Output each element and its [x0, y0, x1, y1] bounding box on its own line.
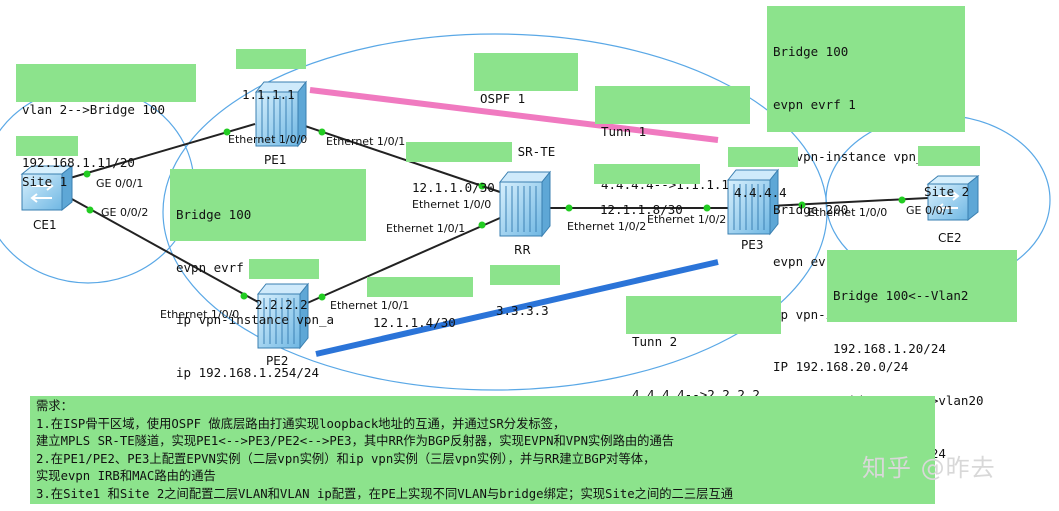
- box-line: Bridge 100: [176, 207, 252, 222]
- pe1-config-box: Bridge 100 evpn evrf 1 ip vpn-instance v…: [170, 169, 366, 380]
- pe3-config-box: Bridge 100 evpn evrf 1 ip vpn-instance v…: [767, 6, 965, 374]
- box-line: 2.2.2.2: [255, 297, 308, 312]
- box-line: Bridge 200: [773, 201, 849, 217]
- rr-label: RR: [514, 243, 531, 257]
- box-line: 4.4.4.4: [734, 185, 787, 200]
- ce1-label: CE1: [33, 218, 57, 232]
- requirement-line: 需求：: [36, 399, 73, 413]
- port-dot: [478, 182, 486, 190]
- ce2-label: CE2: [938, 231, 962, 245]
- port-label: Ethernet 1/0/0: [412, 198, 492, 211]
- port-label: Ethernet 1/0/2: [567, 220, 647, 233]
- box-line: evpn evrf 1: [773, 96, 856, 112]
- pe3-router-icon[interactable]: [726, 168, 780, 236]
- port-label: Ethernet 1/0/1: [386, 222, 466, 235]
- net-pe2-rr-box: 12.1.1.4/30: [367, 277, 473, 330]
- rr-loopback-box: 3.3.3.3: [490, 265, 560, 318]
- port-dot: [240, 292, 248, 300]
- port-label: GE 0/0/1: [906, 204, 954, 217]
- ce1-switch-icon[interactable]: [20, 164, 74, 212]
- pe1-loopback-box: 1.1.1.1: [236, 49, 306, 102]
- port-dot: [478, 221, 486, 229]
- requirement-line: 2.在PE1/PE2、PE3上配置EPVN实例（二层vpn实例）和ip vpn实…: [36, 451, 656, 466]
- port-label: Ethernet 1/0/1: [330, 299, 410, 312]
- port-label: Ethernet 1/0/0: [228, 133, 308, 146]
- tunnel-1-box: Tunn 1 4.4.4.4-->1.1.1.1: [595, 86, 750, 192]
- ce2-switch-icon[interactable]: [926, 174, 980, 222]
- pe1-router-icon[interactable]: [254, 80, 308, 148]
- port-dot: [83, 170, 91, 178]
- net-rr-pe3-box: 12.1.1.8/30: [594, 164, 700, 217]
- link-pe2-rr: [304, 217, 501, 305]
- link-ce1-pe2: [69, 197, 259, 303]
- site1-label: Site 1: [16, 136, 78, 189]
- pe2-label: PE2: [266, 354, 289, 368]
- pe3-label: PE3: [741, 238, 764, 252]
- box-line: 12.1.1.8/30: [600, 202, 683, 217]
- port-dot: [318, 293, 326, 301]
- link-pe1-rr: [304, 125, 501, 193]
- box-line: 1.1.1.1: [242, 87, 295, 102]
- box-line: 12.1.1.0/30: [412, 180, 495, 195]
- pe3-loopback-box: 4.4.4.4: [728, 147, 798, 200]
- port-dot: [898, 196, 906, 204]
- box-line: ip 192.168.1.254/24: [176, 364, 319, 380]
- box-line: Site 1: [22, 174, 68, 189]
- tunnel-2-box: Tunn 2 4.4.4.4-->2.2.2.2: [626, 296, 781, 402]
- box-line: Tunn 1: [601, 124, 647, 139]
- box-line: OSPF 1: [480, 91, 526, 106]
- ospf-box: OSPF 1 MPLS SR-TE: [474, 53, 578, 159]
- box-line: Tunn 2: [632, 334, 678, 349]
- port-label: GE 0/0/1: [96, 177, 144, 190]
- ce1-vlan-box: vlan 2-->Bridge 100 192.168.1.11/20: [16, 64, 196, 170]
- requirement-line: 1.在ISP骨干区域，使用OSPF 做底层路由打通实现loopback地址的互通…: [36, 416, 566, 431]
- box-line: Bridge 100<--Vlan2: [833, 288, 969, 303]
- pe2-router-icon[interactable]: [256, 282, 310, 350]
- box-line: 3.3.3.3: [496, 303, 549, 318]
- port-label: Ethernet 1/0/2: [647, 213, 727, 226]
- port-label: GE 0/0/2: [101, 206, 149, 219]
- port-dot: [223, 128, 231, 136]
- box-line: IP 192.168.20.0/24: [773, 359, 909, 374]
- tunnel-2-line: [315, 259, 719, 357]
- port-dot: [86, 206, 94, 214]
- requirement-line: 实现evpn IRB和MAC路由的通告: [36, 469, 216, 484]
- net-pe1-rr-box: 12.1.1.0/30: [406, 142, 512, 195]
- box-line: 12.1.1.4/30: [373, 315, 456, 330]
- port-label: Ethernet 1/0/1: [326, 135, 406, 148]
- rr-router-icon[interactable]: [498, 170, 552, 238]
- pe2-loopback-box: 2.2.2.2: [249, 259, 319, 312]
- requirement-line: 3.在Site1 和Site 2之间配置二层VLAN和VLAN ip配置，在PE…: [36, 486, 734, 501]
- box-line: 192.168.1.20/24: [833, 340, 946, 356]
- port-dot: [798, 201, 806, 209]
- port-dot: [703, 204, 711, 212]
- pe1-label: PE1: [264, 153, 287, 167]
- requirement-line: 建立MPLS SR-TE隧道，实现PE1<-->PE3/PE2<-->PE3，其…: [36, 434, 675, 449]
- watermark: 知乎 @昨去: [862, 454, 996, 482]
- site2-label: Site 2: [918, 146, 980, 199]
- ce2-config-box: Bridge 100<--Vlan2 192.168.1.20/24 Bridg…: [827, 250, 1017, 461]
- port-dot: [318, 128, 326, 136]
- requirements-box: 需求： 1.在ISP骨干区域，使用OSPF 做底层路由打通实现loopback地…: [30, 396, 935, 504]
- box-line: Site 2: [924, 184, 970, 199]
- box-line: Bridge 100: [773, 44, 849, 59]
- box-line: 192.168.1.11/20: [22, 154, 135, 170]
- box-line: ip vpn-instance vpn_a: [176, 312, 335, 327]
- port-dot: [565, 204, 573, 212]
- port-label: Ethernet 1/0/0: [808, 206, 888, 219]
- port-label: Ethernet 1/0/0: [160, 308, 240, 321]
- tunnel-1-line: [309, 87, 719, 143]
- box-line: vlan 2-->Bridge 100: [22, 102, 165, 117]
